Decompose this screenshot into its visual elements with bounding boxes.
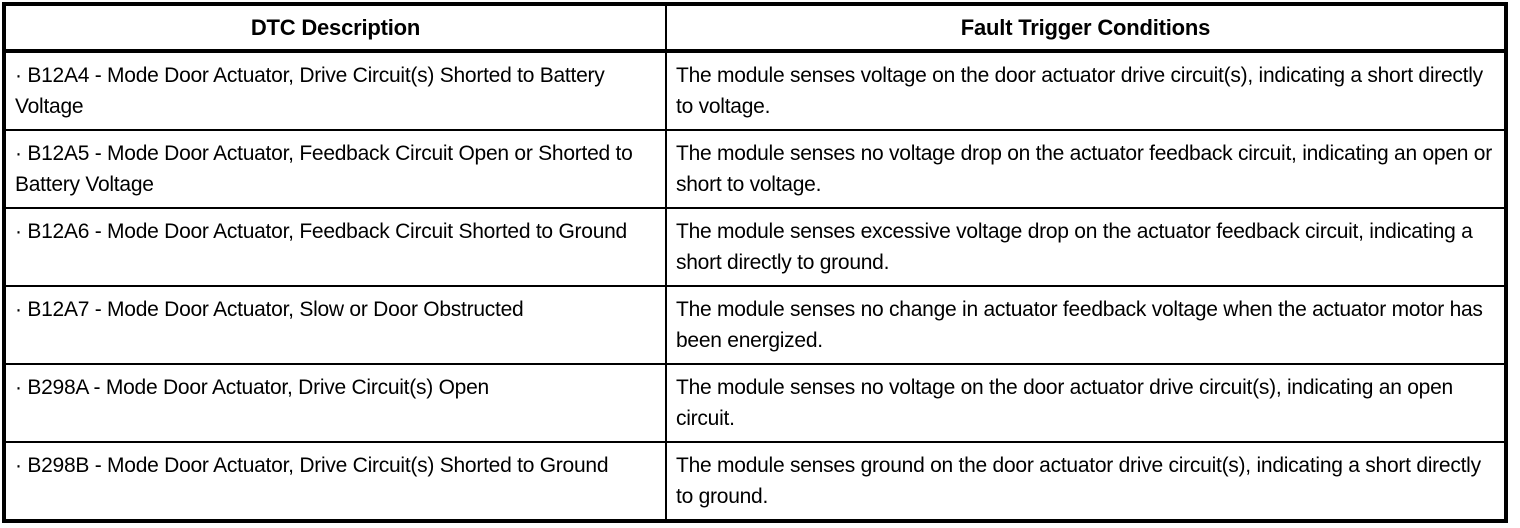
cell-fault-trigger-condition: The module senses excessive voltage drop… [666, 207, 1506, 286]
table-row: · B12A7 - Mode Door Actuator, Slow or Do… [4, 285, 1506, 364]
dtc-fault-table: DTC Description Fault Trigger Conditions… [2, 2, 1508, 523]
cell-dtc-description: · B12A4 - Mode Door Actuator, Drive Circ… [4, 51, 667, 130]
table-row: · B12A5 - Mode Door Actuator, Feedback C… [4, 129, 1506, 208]
cell-dtc-description: · B298B - Mode Door Actuator, Drive Circ… [4, 441, 667, 521]
cell-dtc-description: · B12A7 - Mode Door Actuator, Slow or Do… [4, 285, 667, 364]
cell-fault-trigger-condition: The module senses ground on the door act… [666, 441, 1506, 521]
table-header: DTC Description Fault Trigger Conditions [4, 4, 1506, 53]
cell-dtc-description: · B298A - Mode Door Actuator, Drive Circ… [4, 363, 667, 442]
table-row: · B298B - Mode Door Actuator, Drive Circ… [4, 441, 1506, 521]
header-row: DTC Description Fault Trigger Conditions [4, 4, 1506, 53]
cell-fault-trigger-condition: The module senses no change in actuator … [666, 285, 1506, 364]
dtc-table-container: DTC Description Fault Trigger Conditions… [2, 2, 1508, 523]
cell-dtc-description: · B12A5 - Mode Door Actuator, Feedback C… [4, 129, 667, 208]
table-row: · B12A4 - Mode Door Actuator, Drive Circ… [4, 51, 1506, 130]
column-header-dtc-description: DTC Description [4, 4, 667, 53]
cell-fault-trigger-condition: The module senses no voltage on the door… [666, 363, 1506, 442]
table-body: · B12A4 - Mode Door Actuator, Drive Circ… [4, 51, 1506, 521]
cell-dtc-description: · B12A6 - Mode Door Actuator, Feedback C… [4, 207, 667, 286]
table-row: · B12A6 - Mode Door Actuator, Feedback C… [4, 207, 1506, 286]
column-header-fault-trigger-conditions: Fault Trigger Conditions [666, 4, 1506, 53]
cell-fault-trigger-condition: The module senses no voltage drop on the… [666, 129, 1506, 208]
cell-fault-trigger-condition: The module senses voltage on the door ac… [676, 64, 1483, 118]
table-row: · B298A - Mode Door Actuator, Drive Circ… [4, 363, 1506, 442]
